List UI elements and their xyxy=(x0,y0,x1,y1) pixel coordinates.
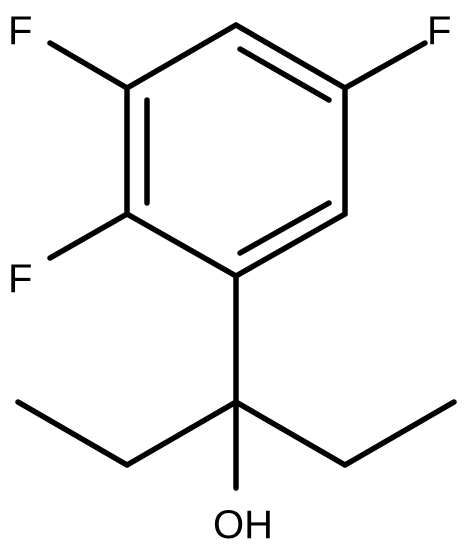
atom-label-f-top-right: F xyxy=(427,9,451,53)
ring-bond-c3-c4-inner xyxy=(237,200,332,256)
atom-label-f-left: F xyxy=(8,257,32,301)
ring-bond-c3-c4 xyxy=(233,211,348,279)
bond-quaternary-to-left-ch2 xyxy=(124,399,239,468)
bond-c6-f xyxy=(47,40,130,91)
ring-bond-c4-c5 xyxy=(124,211,239,279)
ring-bond-c1-c2-inner xyxy=(237,46,332,103)
atom-label-f-top-left: F xyxy=(8,9,32,53)
bond-c5-f xyxy=(47,211,130,261)
bond-left-ch2-to-ch3 xyxy=(15,399,130,468)
atom-label-hydroxyl: OH xyxy=(213,503,273,547)
bond-c2-f xyxy=(342,40,428,91)
ring-bond-c1-c2 xyxy=(233,22,348,91)
bond-quaternary-to-right-ch2 xyxy=(233,399,348,468)
ring-bond-c6-c1 xyxy=(124,22,239,91)
bond-right-ch2-to-ch3 xyxy=(342,399,457,468)
